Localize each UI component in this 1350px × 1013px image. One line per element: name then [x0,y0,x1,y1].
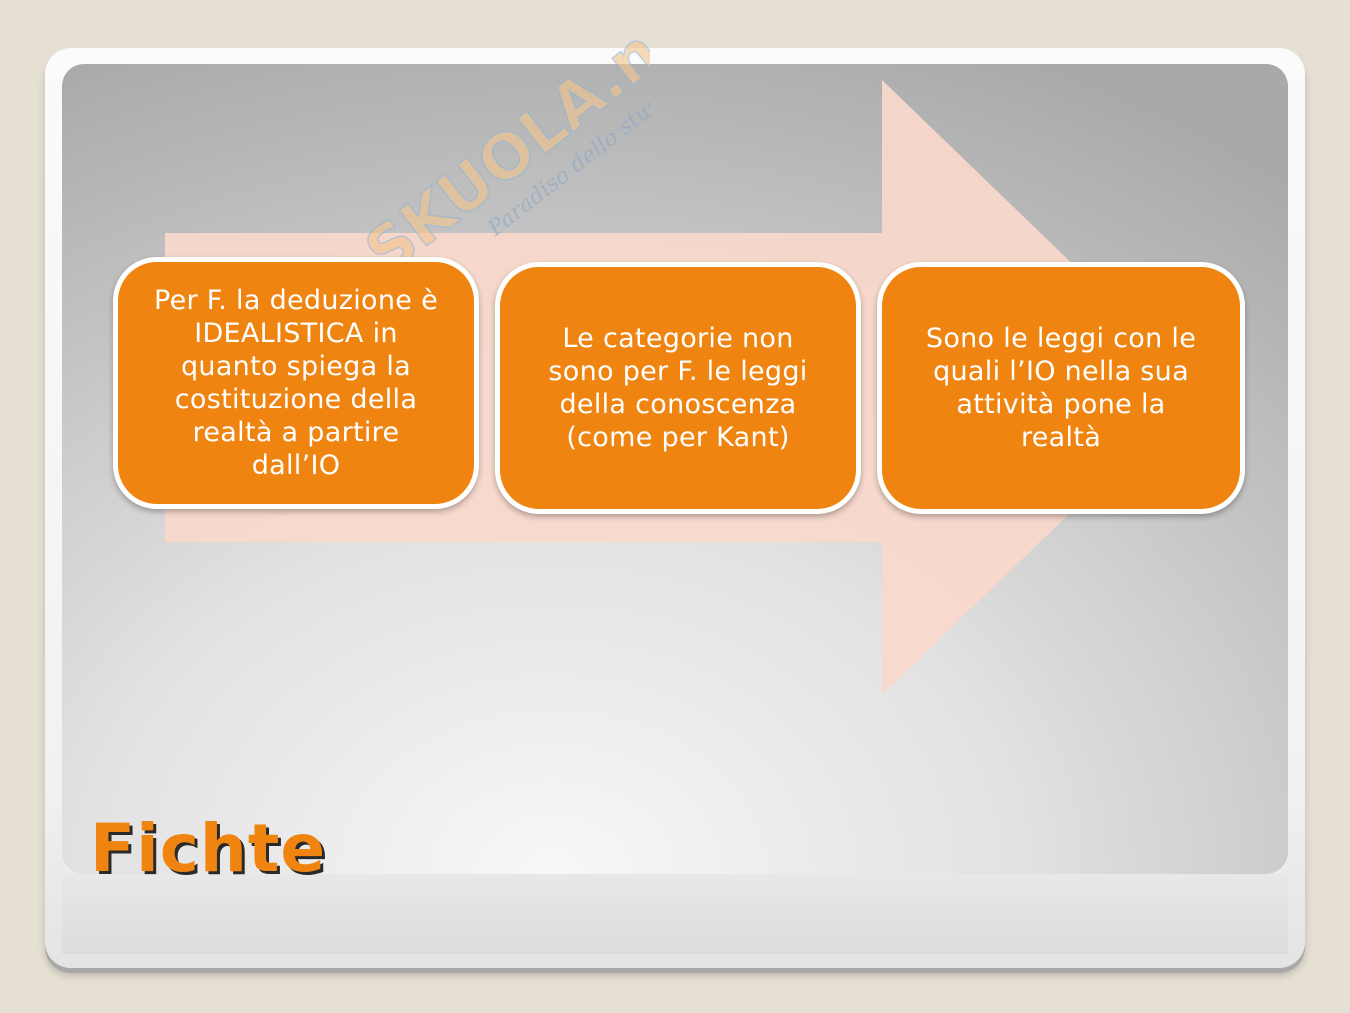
step-1-text: Per F. la deduzione è IDEALISTICA in qua… [154,284,438,482]
watermark-group: SKUOLA.net Paradiso dello studente [351,40,650,290]
slide-title: Fichte [90,810,327,887]
step-box-3: Sono le leggi con le quali l’IO nella su… [877,262,1245,514]
step-1-line: costituzione della [174,384,418,415]
step-2-line: Le categorie non [562,323,794,354]
step-1-line: quanto spiega la [180,351,411,382]
step-3-text: Sono le leggi con le quali l’IO nella su… [926,322,1196,454]
step-1-line: IDEALISTICA in [194,318,398,349]
watermark-logo: SKUOLA.net Paradiso dello studente [351,40,650,290]
step-1-line: dall’IO [251,450,341,481]
step-3-line: Sono le leggi con le [925,323,1197,354]
step-1-line: Per F. la deduzione è [153,285,438,316]
step-2-line: della conoscenza [559,389,797,420]
step-box-2: Le categorie non sono per F. le leggi de… [495,262,861,514]
title-band [62,874,1288,954]
step-3-line: quali l’IO nella sua [933,356,1189,387]
step-2-text: Le categorie non sono per F. le leggi de… [548,322,807,454]
step-1-line: realtà a partire [192,417,400,448]
step-3-line: realtà [1020,422,1102,453]
watermark-brand: SKUOLA.net [351,40,650,289]
step-2-line: (come per Kant) [566,422,790,453]
step-2-line: sono per F. le leggi [548,356,808,387]
step-box-1: Per F. la deduzione è IDEALISTICA in qua… [113,257,479,509]
step-3-line: attività pone la [956,389,1166,420]
